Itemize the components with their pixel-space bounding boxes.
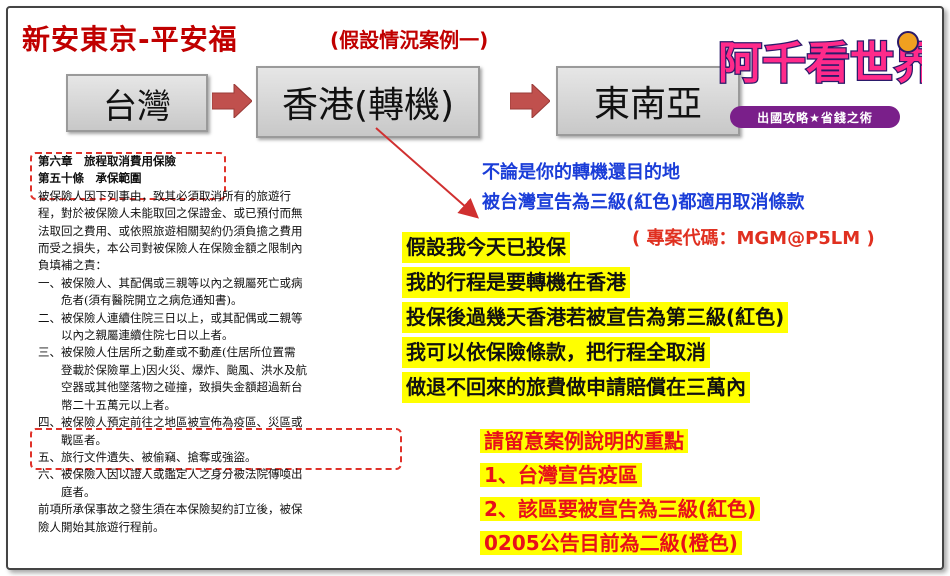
doc-line: 二、被保險人連續住院三日以上，或其配偶或二親等 bbox=[38, 310, 303, 325]
doc-line: 前項所承保事故之發生須在本保險契約訂立後，被保 bbox=[38, 502, 303, 517]
notice-title: 請留意案例說明的重點 bbox=[480, 425, 688, 454]
doc-line: 而受之損失，本公司對被保險人在保險金額之限制內 bbox=[38, 241, 303, 256]
doc-line: 程，對於被保險人未能取回之保證金、或已預付而無 bbox=[38, 206, 303, 221]
doc-line: 六、被保險人因以證人或鑑定人之身分被法院傳喚出 bbox=[38, 467, 303, 482]
route-transit-box: 香港(轉機) bbox=[256, 66, 480, 138]
doc-line: 戰區者。 bbox=[38, 432, 107, 447]
page-subtitle: (假設情況案例一) bbox=[330, 28, 489, 52]
logo-banner: 出國攻略★省錢之術 bbox=[730, 106, 900, 128]
doc-article: 第五十條 承保範圍 bbox=[38, 171, 142, 186]
doc-line: 空器或其他墜落物之碰撞，致損失金額超過新台 bbox=[38, 380, 303, 395]
callout-line-1: 不論是你的轉機還目的地 bbox=[482, 162, 680, 183]
scenario-line-5: 做退不回來的旅費做申請賠償在三萬內 bbox=[402, 372, 750, 403]
route-origin-box: 台灣 bbox=[66, 74, 208, 132]
scenario-line-3: 投保後過幾天香港若被宣告為第三級(紅色) bbox=[402, 302, 789, 333]
arrow-right-icon bbox=[510, 84, 550, 118]
doc-chapter: 第六章 旅程取消費用保險 bbox=[38, 154, 176, 168]
route-destination-box: 東南亞 bbox=[556, 66, 740, 136]
scenario-line-4: 我可以依保險條款，把行程全取消 bbox=[402, 337, 710, 368]
notice-item: 1、台灣宣告疫區 bbox=[480, 459, 642, 488]
doc-line: 一、被保險人、其配偶或三親等以內之親屬死亡或病 bbox=[38, 275, 303, 290]
logo-wordmark-icon: 阿千看世界 bbox=[717, 31, 939, 90]
doc-line: 被保險人因下列事由，致其必須取消所有的旅遊行 bbox=[38, 188, 291, 203]
doc-line: 負填補之責： bbox=[38, 258, 107, 273]
doc-line: 法取回之費用、或依照旅遊相關契約仍須負擔之費用 bbox=[38, 223, 303, 238]
doc-line: 五、旅行文件遺失、被偷竊、搶奪或強盜。 bbox=[38, 449, 257, 464]
callout-line-2: 被台灣宣告為三級(紅色)都適用取消條款 bbox=[482, 192, 805, 213]
doc-line: 以內之親屬連續住院七日以上者。 bbox=[38, 328, 234, 343]
doc-line: 登載於保險單上)因火災、爆炸、颱風、洪水及航 bbox=[38, 362, 307, 377]
notice-title-text: 請留意案例說明的重點 bbox=[480, 429, 688, 453]
doc-line: 三、被保險人住居所之動產或不動產(住居所位置需 bbox=[38, 345, 296, 360]
notice-item-text: 2、該區要被宣告為三級(紅色) bbox=[480, 497, 761, 521]
arrow-right-icon bbox=[212, 84, 252, 118]
highlight-box-clause-four bbox=[30, 428, 402, 470]
scenario-line-1: 假設我今天已投保 bbox=[402, 232, 570, 263]
policy-document: 第六章 旅程取消費用保險 第五十條 承保範圍 被保險人因下列事由，致其必須取消所… bbox=[38, 153, 408, 536]
notice-item: 2、該區要被宣告為三級(紅色) bbox=[480, 493, 761, 522]
scenario-line-2: 我的行程是要轉機在香港 bbox=[402, 267, 630, 298]
notice-item-text: 1、台灣宣告疫區 bbox=[480, 463, 642, 487]
doc-line: 險人開始其旅遊行程前。 bbox=[38, 519, 165, 534]
doc-line: 庭者。 bbox=[38, 484, 96, 499]
doc-line: 危者(須有醫院開立之病危通知書)。 bbox=[38, 293, 243, 308]
promo-code: ( 專案代碼：MGM@P5LM ) bbox=[632, 228, 875, 249]
site-logo: 阿千看世界 出國攻略★省錢之術 bbox=[712, 20, 939, 132]
highlight-box-chapter bbox=[30, 152, 226, 200]
logo-text: 阿千看世界 bbox=[718, 38, 922, 89]
doc-line: 四、被保險人預定前往之地區被宣佈為疫區、災區或 bbox=[38, 415, 303, 430]
notice-item-text: 0205公告目前為二級(橙色) bbox=[480, 531, 742, 555]
doc-line: 幣二十五萬元以上者。 bbox=[38, 397, 176, 412]
page-title: 新安東京-平安福 bbox=[22, 23, 238, 56]
notice-item: 0205公告目前為二級(橙色) bbox=[480, 527, 742, 556]
